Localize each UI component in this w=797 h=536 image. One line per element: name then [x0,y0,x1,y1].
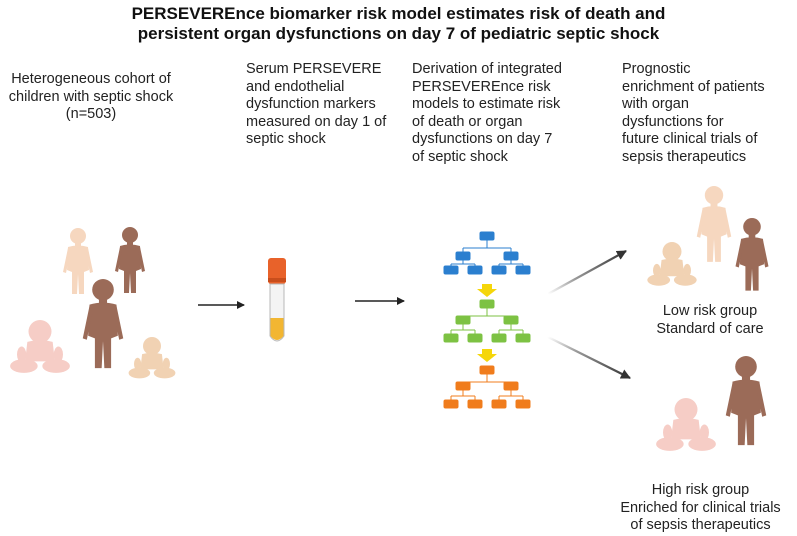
serum-line-5: septic shock [246,131,326,147]
child-figure-dark [735,218,769,291]
child-figure-dark [115,227,145,293]
cohort-line-1: Heterogeneous cohort of [11,71,171,87]
serum-line-1: Serum PERSEVERE [246,61,382,77]
derivation-line-6: of septic shock [412,148,508,165]
derivation-line-1: Derivation of integrated [412,61,562,77]
prognostic-line-3: with organ [622,96,689,112]
derivation-line-5: dysfunctions on day 7 [412,131,553,147]
derivation-line-3: models to estimate risk [412,96,561,112]
high-risk-line-3: of sepsis therapeutics [630,517,771,533]
cohort-children-group [10,227,176,379]
low-risk-label: Low risk group Standard of care [640,303,780,338]
prognostic-line-4: dysfunctions for [622,113,724,130]
baby-figure-left [10,320,70,373]
high-risk-children-group [656,356,767,451]
cohort-line-2: children with septic shock [8,88,174,105]
prognostic-line-1: Prognostic [622,61,691,77]
low-risk-line-2: Standard of care [656,320,764,337]
derivation-label: Derivation of integrated PERSEVEREnce ri… [412,61,602,166]
high-risk-line-2: Enriched for clinical trials [620,499,781,516]
prognostic-line-6: sepsis therapeutics [622,148,747,165]
derivation-line-4: of death or organ [412,113,523,130]
baby-figure-right [128,337,176,379]
baby-figure [647,242,697,286]
prognostic-line-2: enrichment of patients [622,78,765,95]
tree-blue [443,231,531,275]
high-risk-label: High risk group Enriched for clinical tr… [604,482,797,535]
low-risk-line-1: Low risk group [662,303,758,319]
child-figure-light [696,186,732,262]
prognostic-line-5: future clinical trials of [622,131,758,147]
child-figure-dark [725,356,767,446]
baby-figure [656,398,716,451]
serum-line-3: dysfunction markers [246,96,376,112]
cohort-line-3: (n=503) [65,106,117,122]
serum-line-4: measured on day 1 of [246,113,387,130]
title-line-1: PERSEVEREnce biomarker risk model estima… [131,4,666,23]
prognostic-label: Prognostic enrichment of patients with o… [622,61,797,166]
title-line-2: persistent organ dysfunctions on day 7 o… [137,24,660,43]
blood-tube-icon [268,258,286,342]
child-figure-center [82,279,124,369]
tree-green [443,299,531,343]
high-risk-line-1: High risk group [651,482,750,498]
down-arrow-icon [477,284,497,297]
model-trees-group [443,231,531,409]
arrow-to-low-risk [547,250,627,295]
derivation-line-2: PERSEVEREnce risk [412,78,551,95]
child-figure-light [63,228,93,294]
low-risk-children-group [647,186,769,291]
serum-label: Serum PERSEVERE and endothelial dysfunct… [246,61,416,149]
cohort-label: Heterogeneous cohort of children with se… [0,71,182,124]
arrow-to-high-risk [547,336,631,379]
serum-line-2: and endothelial [246,78,345,95]
down-arrow-icon [477,349,497,362]
tree-orange [443,365,531,409]
figure-title: PERSEVEREnce biomarker risk model estima… [0,4,797,44]
